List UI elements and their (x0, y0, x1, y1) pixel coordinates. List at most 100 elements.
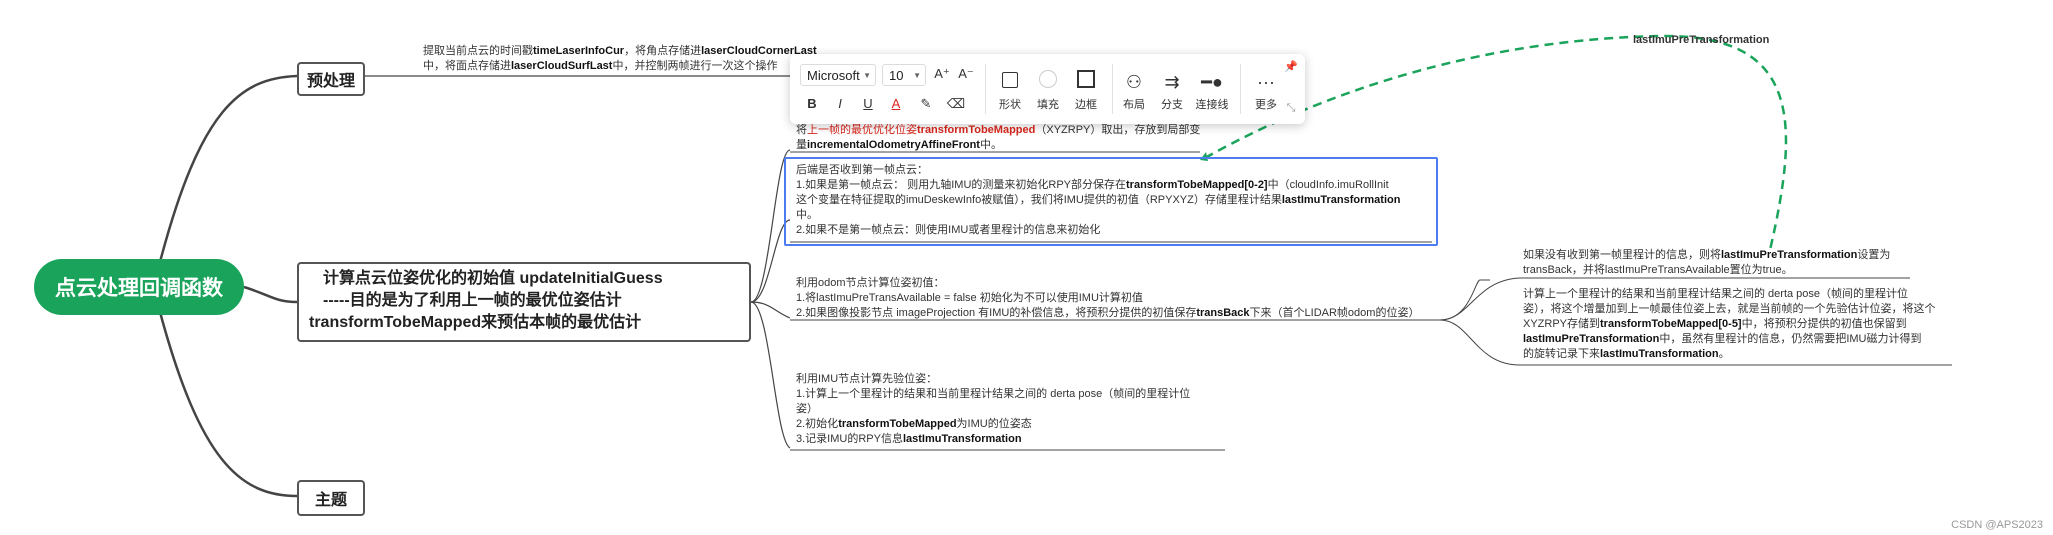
fill-icon (1028, 70, 1068, 94)
text: transformTobeMapped[0-2] (1126, 179, 1268, 191)
text: 中。 (979, 139, 1002, 151)
text: lastImuPreTransformation (1721, 249, 1858, 261)
text: laserCloudSurfLast (511, 60, 613, 72)
text: 中，虽然有里程计的信息，仍然需要把IMU磁力计得到 (1659, 333, 1922, 345)
underline-button[interactable]: U (863, 96, 873, 111)
chevron-down-icon: ▼ (913, 71, 921, 80)
text: 利用odom节点计算位姿初值： (796, 277, 945, 289)
grow-font-button[interactable]: A⁺ (934, 66, 950, 81)
note-no-odom[interactable]: 如果没有收到第一帧里程计的信息，则将lastImuPreTransformati… (1523, 248, 1923, 278)
font-color-button[interactable]: A (891, 96, 901, 111)
text: lastImuPreTransformation (1523, 333, 1660, 345)
font-family-select[interactable]: Microsoft ▼ (800, 64, 876, 86)
branch-button[interactable]: ⇉ 分支 (1152, 70, 1192, 112)
text: 。 (1718, 348, 1730, 360)
text: 的旋转记录下来 (1523, 348, 1600, 360)
text: lastImuTransformation (1281, 194, 1401, 206)
more-button[interactable]: ··· 更多 (1246, 70, 1286, 112)
more-icon: ··· (1257, 72, 1275, 92)
text: transformTobeMapped[0-5] (1600, 318, 1742, 330)
text: 后端是否收到第一帧点云： (796, 164, 928, 176)
initial-guess-line3: transformTobeMapped来预估本帧的最优估计 (309, 314, 642, 331)
text: 中，并控制两帧进行一次这个操作 (612, 60, 778, 72)
layout-label: 布局 (1123, 99, 1145, 111)
collapse-icon[interactable]: ⤡ (1286, 102, 1296, 114)
fill-label: 填充 (1037, 99, 1059, 111)
text: 3.记录IMU的RPY信息 (796, 433, 903, 445)
border-icon (1066, 70, 1106, 94)
initial-guess-line1: 计算点云位姿优化的初始值 updateInitialGuess (323, 270, 663, 287)
text: （XYZRPY）取出，存放到局部变 (1035, 124, 1201, 136)
format-toolbar: Microsoft ▼ 10 ▼ A⁺ A⁻ B I U A ✎ ⌫ 形状 填充… (790, 54, 1305, 124)
text: 1.将lastImuPreTransAvailable = false 初始化为… (796, 292, 1143, 304)
text: 中，将预积分提供的初值也保留到 (1741, 318, 1907, 330)
italic-button[interactable]: I (838, 96, 842, 111)
highlight-icon[interactable]: ✎ (920, 96, 932, 111)
text: lastImuTransformation (902, 433, 1022, 445)
text: 为IMU的位姿态 (956, 418, 1032, 430)
text: timeLaserInfoCur (533, 45, 625, 57)
branch-preprocess[interactable]: 预处理 (297, 62, 365, 96)
connector-label[interactable]: lastImuPreTransformation (1633, 34, 1770, 46)
pin-icon[interactable]: 📌 (1284, 61, 1298, 73)
note-odom[interactable]: 利用odom节点计算位姿初值： 1.将lastImuPreTransAvaila… (796, 276, 1456, 321)
font-family-value: Microsoft (807, 68, 860, 83)
text: transformTobeMapped (917, 124, 1036, 136)
text: transBack (1196, 307, 1250, 319)
note-first-frame[interactable]: 后端是否收到第一帧点云： 1.如果是第一帧点云： 则用九轴IMU的测量来初始化R… (796, 163, 1436, 238)
clear-format-icon[interactable]: ⌫ (946, 96, 966, 111)
text: transBack，并将lastImuPreTransAvailable置位为t… (1523, 264, 1793, 276)
text: 2.初始化 (796, 418, 839, 430)
text: 中。 (796, 209, 818, 221)
text: laserCloudCornerLast (701, 45, 817, 57)
layout-button[interactable]: ⚇ 布局 (1114, 70, 1154, 112)
shape-icon (990, 70, 1030, 94)
text: 设置为 (1857, 249, 1891, 261)
connector-label-text: 连接线 (1195, 99, 1229, 111)
text: 量 (796, 139, 807, 151)
root-node[interactable]: 点云处理回调函数 (34, 259, 244, 315)
initial-guess-line2: -----目的是为了利用上一帧的最优位姿估计 (323, 292, 622, 309)
text: 2.如果不是第一帧点云：则使用IMU或者里程计的信息来初始化 (796, 224, 1101, 236)
shape-button[interactable]: 形状 (990, 70, 1030, 112)
bold-button[interactable]: B (807, 96, 817, 111)
note-imu[interactable]: 利用IMU节点计算先验位姿： 1.计算上一个里程计的结果和当前里程计结果之间的 … (796, 372, 1216, 447)
text: 2.如果图像投影节点 imageProjection 有IMU的补偿信息，将预积… (796, 307, 1197, 319)
root-label: 点云处理回调函数 (55, 277, 223, 300)
watermark: CSDN @APS2023 (1951, 519, 2043, 531)
shape-label: 形状 (999, 99, 1021, 111)
chevron-down-icon: ▼ (863, 71, 871, 80)
text: incrementalOdometryAffineFront (807, 139, 980, 151)
note-previous-pose[interactable]: 将上一帧的最优优化位姿transformTobeMapped（XYZRPY）取出… (796, 123, 1216, 153)
text: 将 (796, 124, 807, 136)
branch-icon: ⇉ (1164, 72, 1180, 92)
text: 提取当前点云的时间戳 (423, 45, 533, 57)
branch-preprocess-label: 预处理 (306, 73, 355, 90)
connector-icon: ━● (1201, 72, 1223, 92)
text: 中，将面点存储进 (423, 60, 511, 72)
selection-frame[interactable] (784, 157, 1438, 246)
branch-topic[interactable]: 主题 (297, 480, 365, 516)
branch-initial-guess[interactable]: 计算点云位姿优化的初始值 updateInitialGuess -----目的是… (297, 262, 751, 342)
fill-button[interactable]: 填充 (1028, 70, 1068, 112)
branch-label: 分支 (1161, 99, 1183, 111)
text: 1.如果是第一帧点云： 则用九轴IMU的测量来初始化RPY部分保存在 (796, 179, 1127, 191)
text: 中（cloudInfo.imuRollInit (1267, 179, 1389, 191)
more-label: 更多 (1255, 99, 1277, 111)
layout-icon: ⚇ (1125, 72, 1143, 92)
text: XYZRPY存储到 (1523, 318, 1601, 330)
connector-button[interactable]: ━● 连接线 (1192, 70, 1232, 112)
note-preprocess[interactable]: 提取当前点云的时间戳timeLaserInfoCur，将角点存储进laserCl… (423, 44, 893, 74)
border-label: 边框 (1075, 99, 1097, 111)
border-button[interactable]: 边框 (1066, 70, 1106, 112)
shrink-font-button[interactable]: A⁻ (958, 66, 974, 81)
text: transformTobeMapped (838, 418, 957, 430)
text: 如果没有收到第一帧里程计的信息，则将 (1523, 249, 1721, 261)
text: lastImuTransformation (1600, 348, 1719, 360)
font-size-value: 10 (889, 68, 904, 83)
text: 姿），将这个增量加到上一帧最佳位姿上去，就是当前帧的一个先验估计位姿，将这个 (1523, 303, 1936, 315)
note-derta-pose[interactable]: 计算上一个里程计的结果和当前里程计结果之间的 derta pose（帧间的里程计… (1523, 287, 1963, 362)
text: 1.计算上一个里程计的结果和当前里程计结果之间的 derta pose（帧间的里… (796, 388, 1191, 400)
text: 这个变量在特征提取的imuDeskewInfo被赋值），我们将IMU提供的初值（… (796, 194, 1282, 206)
font-size-select[interactable]: 10 ▼ (882, 64, 926, 86)
